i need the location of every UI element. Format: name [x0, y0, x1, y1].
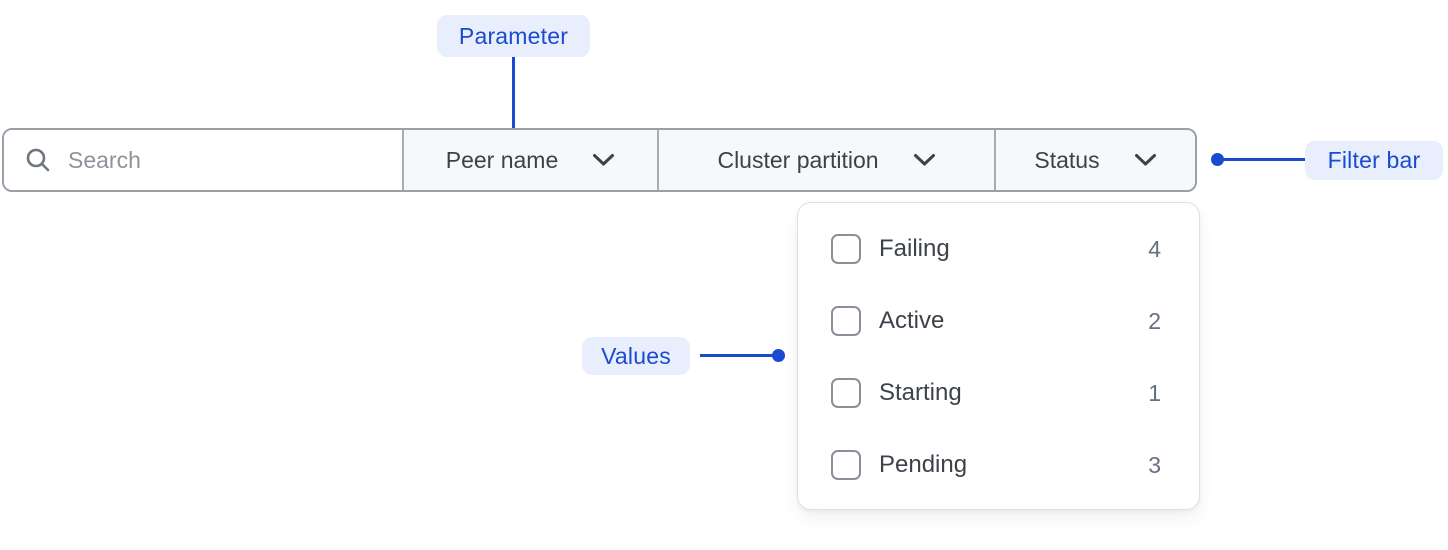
filter-bar-connector-dot — [1211, 153, 1224, 166]
checkbox-pending[interactable] — [831, 450, 861, 480]
dropdown-option-pending[interactable]: Pending 3 — [798, 429, 1199, 501]
filter-bar-annotation-badge: Filter bar — [1305, 141, 1443, 180]
parameter-annotation-label: Parameter — [458, 22, 569, 49]
search-field[interactable] — [4, 130, 402, 190]
search-icon — [25, 147, 51, 173]
option-count: 2 — [1148, 307, 1161, 334]
dropdown-cluster-partition-label: Cluster partition — [717, 146, 879, 173]
option-count: 3 — [1148, 451, 1161, 478]
option-count: 1 — [1148, 379, 1161, 406]
status-dropdown-panel: Failing 4 Active 2 Starting 1 Pending 3 — [797, 202, 1200, 510]
dropdown-peer-name[interactable]: Peer name — [402, 130, 657, 190]
dropdown-status-label: Status — [1034, 146, 1100, 173]
dropdown-option-active[interactable]: Active 2 — [798, 285, 1199, 357]
checkbox-starting[interactable] — [831, 378, 861, 408]
dropdown-peer-name-label: Peer name — [445, 146, 559, 173]
option-label: Pending — [879, 451, 968, 478]
parameter-annotation-badge: Parameter — [437, 15, 590, 57]
values-connector-line — [700, 354, 774, 357]
chevron-down-icon — [1134, 153, 1157, 167]
dropdown-cluster-partition[interactable]: Cluster partition — [657, 130, 994, 190]
option-label: Failing — [879, 235, 950, 262]
values-annotation-badge: Values — [582, 337, 690, 375]
filter-bar-connector-line — [1222, 158, 1307, 161]
parameter-connector-line — [512, 57, 515, 134]
option-label: Active — [879, 307, 945, 334]
values-annotation-label: Values — [601, 342, 671, 369]
search-input[interactable] — [68, 146, 378, 174]
option-count: 4 — [1148, 235, 1161, 262]
values-connector-dot — [772, 349, 785, 362]
option-label: Starting — [879, 379, 962, 406]
chevron-down-icon — [592, 153, 615, 167]
dropdown-status[interactable]: Status — [994, 130, 1195, 190]
dropdown-option-failing[interactable]: Failing 4 — [798, 213, 1199, 285]
filter-bar-annotation-label: Filter bar — [1327, 147, 1421, 173]
dropdown-option-starting[interactable]: Starting 1 — [798, 357, 1199, 429]
checkbox-active[interactable] — [831, 306, 861, 336]
chevron-down-icon — [913, 153, 936, 167]
checkbox-failing[interactable] — [831, 234, 861, 264]
filter-bar: Peer name Cluster partition Status — [2, 128, 1197, 192]
